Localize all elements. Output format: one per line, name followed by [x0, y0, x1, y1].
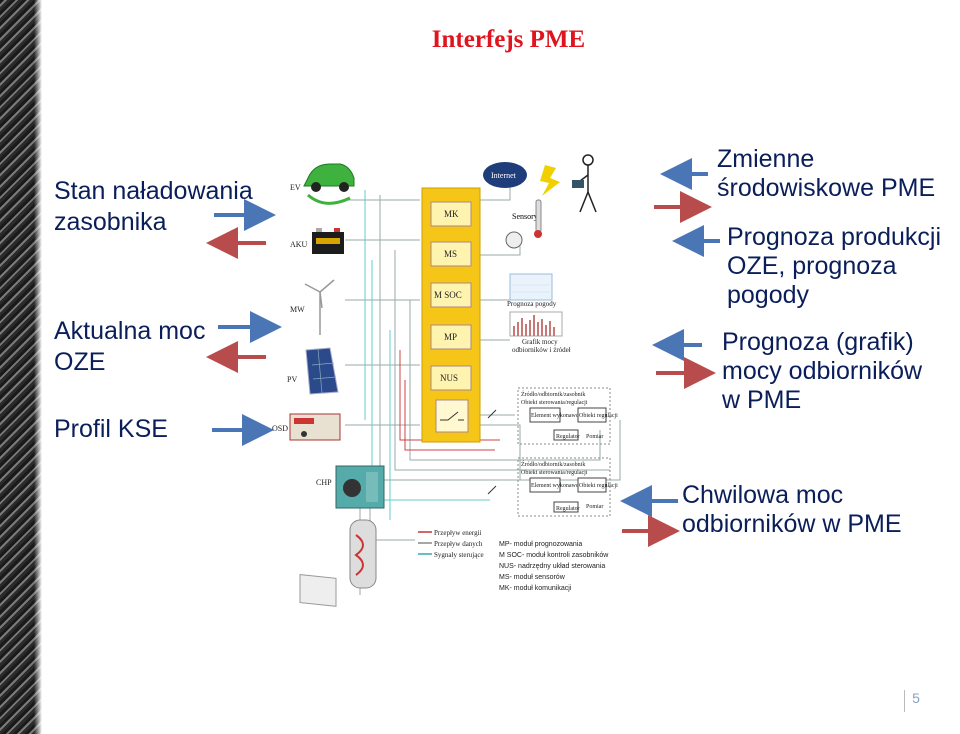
forecast-label: Prognoza produkcji OZE, prognoza pogody: [727, 223, 941, 310]
schedule-label: Prognoza (grafik) mocy odbiorników w PME: [722, 328, 922, 415]
boiler-tank-icon: [349, 519, 377, 589]
sensors-icon: Sensory: [505, 199, 542, 249]
control-zone-2: Źródło/odbiornik/zasobnik Obiekt sterowa…: [487, 457, 618, 517]
instant-power-label: Chwilowa moc odbiorników w PME: [682, 481, 902, 539]
module-ms: [430, 241, 472, 267]
instant-line2: odbiorników w PME: [682, 510, 902, 538]
pv-panel-icon: [305, 347, 339, 395]
meter-icon: [289, 413, 341, 441]
forecast-line2: OZE, prognoza: [727, 252, 897, 280]
forecast-line1: Prognoza produkcji: [727, 223, 942, 251]
storage-state-line1: Stan naładowania: [54, 177, 253, 205]
module-mk-label: MK: [444, 209, 459, 219]
env-variables-label: Zmienne środowiskowe PME: [717, 145, 935, 203]
device-pv-label: PV: [287, 375, 297, 384]
module-mp: [430, 324, 472, 350]
zone2-title-1: Źródło/odbiornik/zasobnik: [521, 460, 585, 468]
storage-state-label: Stan naładowania zasobnika: [54, 176, 253, 238]
zone1-measure: Pomiar: [586, 434, 603, 440]
env-line1: Zmienne: [717, 145, 815, 173]
flow-legend-control: Sygnały sterujące: [434, 551, 484, 559]
module-msoc: [430, 282, 472, 308]
module-legend-mp: MP- moduł prognozowania: [499, 541, 582, 548]
page-title: Interfejs PME: [431, 26, 586, 53]
schedule-line2: mocy odbiorników: [722, 357, 923, 385]
module-legend: MP- moduł prognozowania M SOC- moduł kon…: [499, 541, 609, 592]
person-laptop-icon: [572, 154, 597, 213]
radiator-icon: [299, 573, 337, 607]
module-msoc-label: M SOC: [434, 290, 462, 300]
chp-unit-icon: [335, 465, 385, 509]
zone2-object: Obiekt regulacji: [579, 483, 618, 489]
device-ev-label: EV: [290, 183, 301, 192]
module-legend-mk: MK- moduł komunikacji: [499, 585, 572, 592]
ev-car-icon: [303, 163, 355, 205]
schedule-line1: Prognoza (grafik): [722, 328, 914, 356]
module-mk: [430, 201, 472, 227]
device-mw-label: MW: [290, 305, 305, 314]
weather-label: Prognoza pogody: [507, 300, 557, 308]
load-schedule-chart: Grafik mocy odbiorników i źródeł: [509, 311, 571, 354]
module-legend-msoc: M SOC- moduł kontroli zasobników: [499, 552, 609, 559]
module-mp-label: MP: [444, 332, 457, 342]
weather-forecast-chart: Prognoza pogody: [507, 273, 557, 308]
zone2-title-2: Obiekt sterowania/regulacji: [521, 470, 588, 476]
flow-legend: Przepływ energii Przepływ danych Sygnały…: [418, 529, 484, 559]
schedule-line3: w PME: [722, 386, 802, 414]
res-power-line1: Aktualna moc: [54, 317, 206, 345]
device-osd-label: OSD: [272, 424, 288, 433]
module-nus: [430, 365, 472, 391]
load-chart-label-1: Grafik mocy: [522, 338, 558, 346]
internet-cloud-icon: Internet: [483, 162, 527, 188]
res-power-label: Aktualna moc OZE: [54, 316, 205, 378]
instant-line1: Chwilowa moc: [682, 481, 844, 509]
forecast-line3: pogody: [727, 281, 810, 309]
module-legend-nus: NUS- nadrzędny układ sterowania: [499, 563, 605, 570]
zone2-regulator: Regulator: [556, 506, 580, 512]
zone1-executor: Element wykonawczy: [531, 413, 584, 419]
res-power-line2: OZE: [54, 348, 106, 376]
load-chart-label-2: odbiorników i źródeł: [512, 346, 571, 354]
flow-legend-energy: Przepływ energii: [434, 529, 482, 537]
zone2-executor: Element wykonawczy: [531, 483, 584, 489]
decorative-stripe: [0, 0, 42, 734]
lightning-icon: [540, 165, 560, 196]
wind-turbine-icon: [304, 279, 335, 335]
device-chp-label: CHP: [316, 478, 332, 487]
internet-label: Internet: [491, 171, 517, 180]
env-line2: środowiskowe PME: [717, 174, 936, 202]
module-legend-ms: MS- moduł sensorów: [499, 574, 566, 581]
flow-legend-data: Przepływ danych: [434, 540, 483, 548]
battery-icon: [312, 228, 344, 254]
zone1-title-2: Obiekt sterowania/regulacji: [521, 400, 588, 406]
storage-state-line2: zasobnika: [54, 208, 167, 236]
zone1-object: Obiekt regulacji: [579, 413, 618, 419]
sensors-label: Sensory: [512, 212, 538, 221]
module-switch: [435, 399, 469, 433]
module-ms-label: MS: [444, 249, 457, 259]
page-number: 5: [904, 690, 927, 712]
zone1-regulator: Regulator: [556, 434, 580, 440]
control-zone-1: Źródło/odbiornik/zasobnik Obiekt sterowa…: [487, 387, 618, 445]
zone2-measure: Pomiar: [586, 504, 603, 510]
zone1-title-1: Źródło/odbiornik/zasobnik: [521, 390, 585, 398]
kse-profile-label: Profil KSE: [54, 415, 168, 443]
module-nus-label: NUS: [440, 373, 458, 383]
device-aku-label: AKU: [290, 240, 308, 249]
